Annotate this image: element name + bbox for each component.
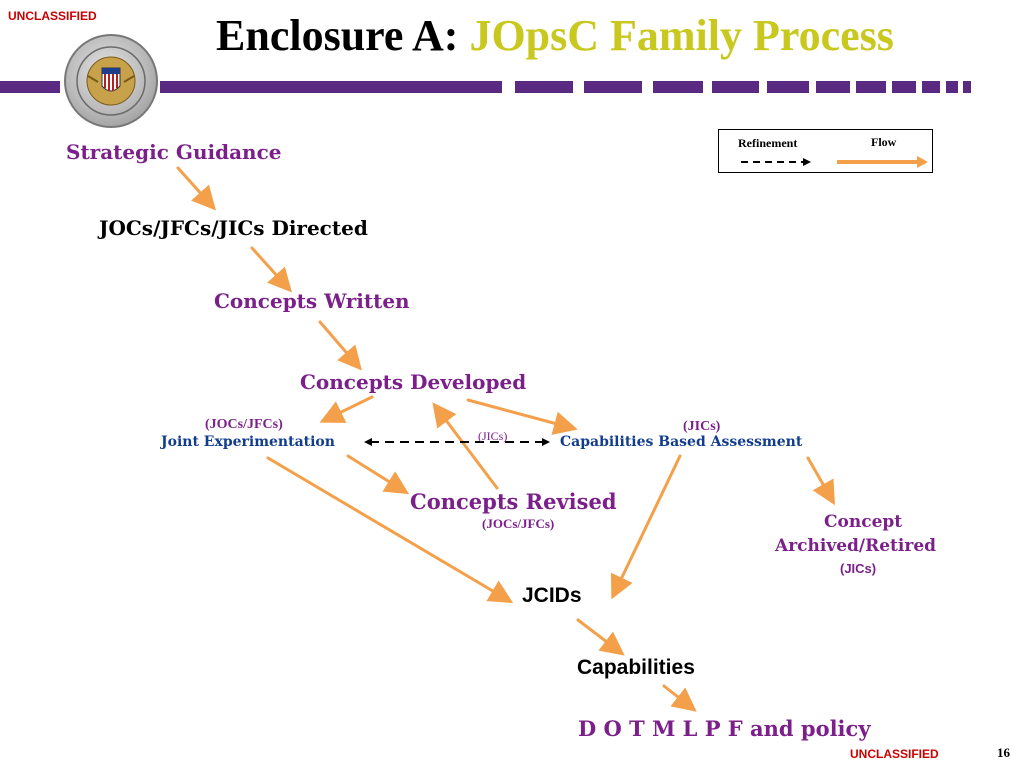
joint-chiefs-seal-icon [64,34,158,128]
node-jcids: JCIDs [522,584,582,607]
node-joint-experimentation: Joint Experimentation [161,434,335,450]
flow-arrow-cba-to-jcids [610,454,682,600]
node-concepts-developed: Concepts Developed [300,370,527,394]
joint-experimentation-sublabel: (JOCs/JFCs) [205,417,283,432]
flow-arrow-jcids-to-capabilities [576,618,625,656]
node-dotmlpf-and-policy: D O T M L P F and policy [578,716,871,741]
header-band [0,81,971,93]
legend-box: Refinement Flow [718,129,933,173]
node-jocs-directed: JOCs/JFCs/JICs Directed [99,216,368,240]
flow-arrow-revised-to-developed [432,402,499,490]
flow-arrow-joint-experimentation-to-jcids [266,456,514,604]
title-prefix: Enclosure A: [216,11,459,60]
flow-arrow-capabilities-to-dotmlpf [662,684,697,712]
node-concept-archived-line1: Concept [824,512,903,532]
legend-refinement-dashed-arrow-icon [741,158,811,166]
refinement-jics-label: (JICs) [478,429,508,443]
node-strategic-guidance: Strategic Guidance [66,140,282,164]
node-concepts-written: Concepts Written [214,289,410,313]
legend-refinement-label: Refinement [738,136,798,150]
page-title: Enclosure A: JOpsC Family Process [216,10,894,61]
flow-arrow-developed-to-joint-experimentation [319,395,374,423]
flow-arrow-directed-to-written [250,246,293,293]
title-accent: JOpsC Family Process [469,11,894,60]
flow-arrow-joint-experimentation-to-revised [346,454,410,495]
node-concepts-revised: Concepts Revised [410,489,617,514]
flow-arrow-guidance-to-directed [176,166,217,211]
node-capabilities-based-assessment: Capabilities Based Assessment [560,434,803,450]
cba-sublabel: (JICs) [683,419,721,434]
classification-label-bottom: UNCLASSIFIED [850,747,939,761]
node-concept-archived-line2: Archived/Retired [775,536,937,556]
legend-flow-arrow-icon [837,156,928,168]
page-number: 16 [997,745,1010,760]
flow-arrow-cba-to-archived [806,456,835,506]
flow-arrow-written-to-developed [318,320,362,371]
node-capabilities: Capabilities [577,656,695,679]
concepts-revised-sublabel: (JOCs/JFCs) [482,516,555,531]
concept-archived-sublabel: (JICs) [840,561,877,576]
flow-arrow-developed-to-cba [466,398,578,435]
legend-flow-label: Flow [871,135,897,149]
classification-label-top: UNCLASSIFIED [8,9,97,23]
